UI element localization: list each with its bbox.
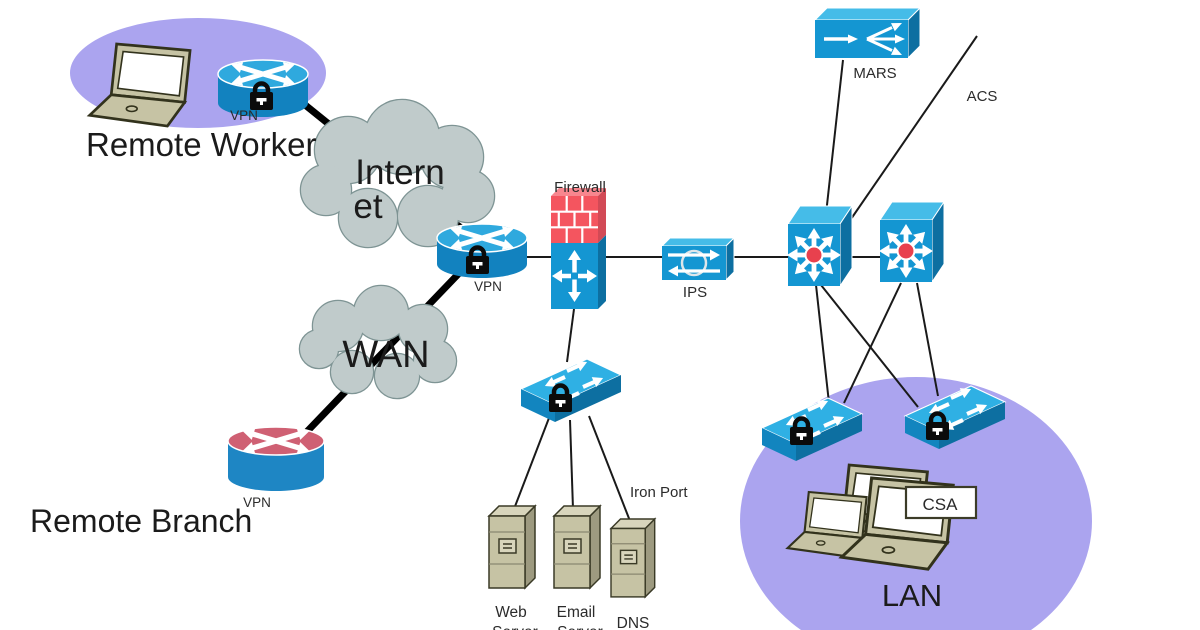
acs-label: ACS <box>967 88 998 105</box>
internet-cloud-label-line2: et <box>353 187 382 226</box>
internet-cloud <box>299 98 496 249</box>
web-server-label-line1: Web <box>495 604 527 621</box>
mars-label: MARS <box>853 65 896 82</box>
edge-vpn-label: VPN <box>474 279 502 294</box>
lan-zone-label: LAN <box>882 578 942 613</box>
branch-vpn-label: VPN <box>243 495 271 510</box>
email-server-label-line1: Email <box>557 604 596 621</box>
csa-screen <box>904 485 978 520</box>
core-switch-2-icon <box>879 202 944 282</box>
web-server-icon <box>488 505 536 589</box>
dns-server-label: DNS <box>617 615 650 630</box>
csa-label: CSA <box>923 495 959 514</box>
email-server-label-line2: Server <box>557 624 603 630</box>
thin-links <box>513 35 978 522</box>
web-server-label-line2: Server <box>492 624 538 630</box>
email-server-icon <box>553 505 601 589</box>
ips-icon <box>660 236 736 282</box>
mars-icon <box>813 6 922 60</box>
wan-cloud <box>298 284 458 400</box>
branch-vpn-router-icon <box>227 427 325 491</box>
remote-branch-zone-label: Remote Branch <box>30 503 252 539</box>
remote-worker-vpn-label: VPN <box>230 108 258 123</box>
iron-port-label: Iron Port <box>630 484 688 501</box>
remote-worker-zone-label: Remote Worker <box>86 126 316 163</box>
firewall-icon <box>551 188 606 309</box>
wan-cloud-label: WAN <box>342 334 429 376</box>
dns-server-icon <box>610 518 656 598</box>
internet-cloud-label-line1: Intern <box>355 153 445 192</box>
firewall-label: Firewall <box>554 179 606 196</box>
ips-label: IPS <box>683 284 707 301</box>
dmz-switch-icon <box>521 357 621 422</box>
core-switch-1-icon <box>787 206 852 286</box>
